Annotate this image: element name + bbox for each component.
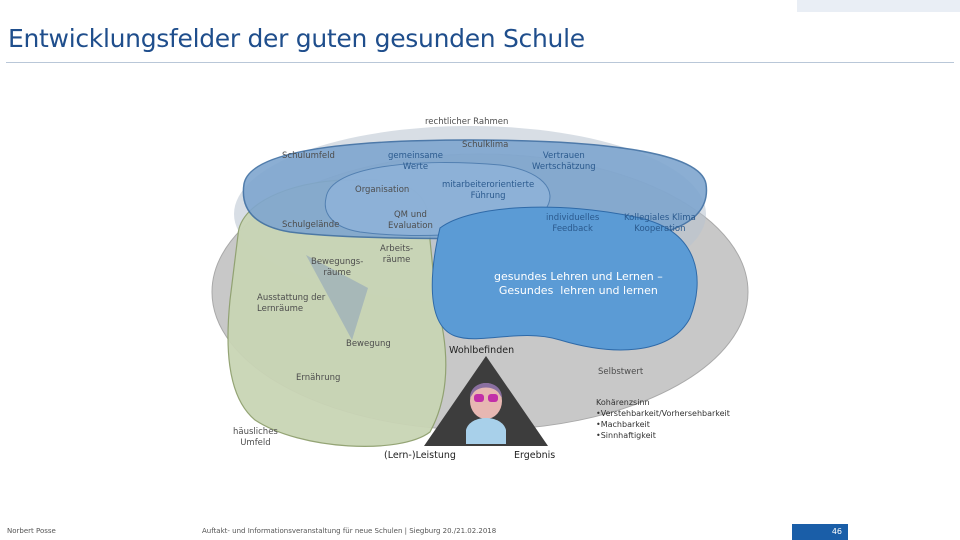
footer [0, 526, 960, 540]
label-shared-values: gemeinsame Werte [388, 151, 444, 172]
header-logo-strip [797, 0, 960, 12]
label-wellbeing: Wohlbefinden [449, 345, 515, 356]
label-quality-management: QM und Evaluation [388, 210, 433, 231]
teaching-learning-blob [431, 206, 698, 351]
label-leadership: mitarbeiterorientierte Führung [442, 180, 535, 201]
coherence-list: Kohärenzsinn •Verstehbarkeit/Vorhersehba… [596, 397, 730, 441]
label-trust: Vertrauen Wertschätzung [532, 151, 596, 172]
label-movement: Bewegung [346, 339, 391, 349]
label-school-grounds: Schulgelände [282, 220, 340, 230]
label-room-equipment: Ausstattung der Lernräume [257, 293, 326, 314]
label-collegial-climate: Kollegiales Klima Kooperation [624, 213, 696, 234]
label-self-esteem: Selbstwert [598, 367, 644, 377]
footer-author: Norbert Posse [7, 527, 56, 535]
label-work-rooms: Arbeits- räume [380, 244, 414, 265]
coherence-item: •Verstehbarkeit/Vorhersehbarkeit [596, 409, 730, 418]
label-movement-rooms: Bewegungs- räume [311, 257, 364, 278]
label-performance: (Lern-)Leistung [384, 450, 456, 461]
label-nutrition: Ernährung [296, 373, 341, 383]
page-title: Entwicklungsfelder der guten gesunden Sc… [8, 24, 585, 53]
label-organisation: Organisation [355, 185, 410, 195]
coherence-item: •Sinnhaftigkeit [596, 431, 656, 440]
movement-triangle [306, 255, 368, 340]
coherence-title: Kohärenzsinn [596, 398, 650, 407]
label-healthy-teaching: gesundes Lehren und Lernen – Gesundes le… [494, 270, 663, 297]
label-legal-framework: rechtlicher Rahmen [425, 117, 509, 127]
label-result: Ergebnis [514, 450, 556, 461]
page-number: 46 [792, 524, 848, 540]
label-individual-feedback: individuelles Feedback [546, 213, 600, 234]
title-divider [6, 62, 954, 63]
footer-event: Auftakt- und Informationsveranstaltung f… [202, 527, 497, 535]
label-home-environment: häusliches Umfeld [233, 427, 278, 448]
label-school-environment: Schulumfeld [282, 151, 335, 161]
child-figure [466, 383, 506, 444]
coherence-item: •Machbarkeit [596, 420, 650, 429]
label-school-climate: Schulklima [462, 140, 509, 150]
